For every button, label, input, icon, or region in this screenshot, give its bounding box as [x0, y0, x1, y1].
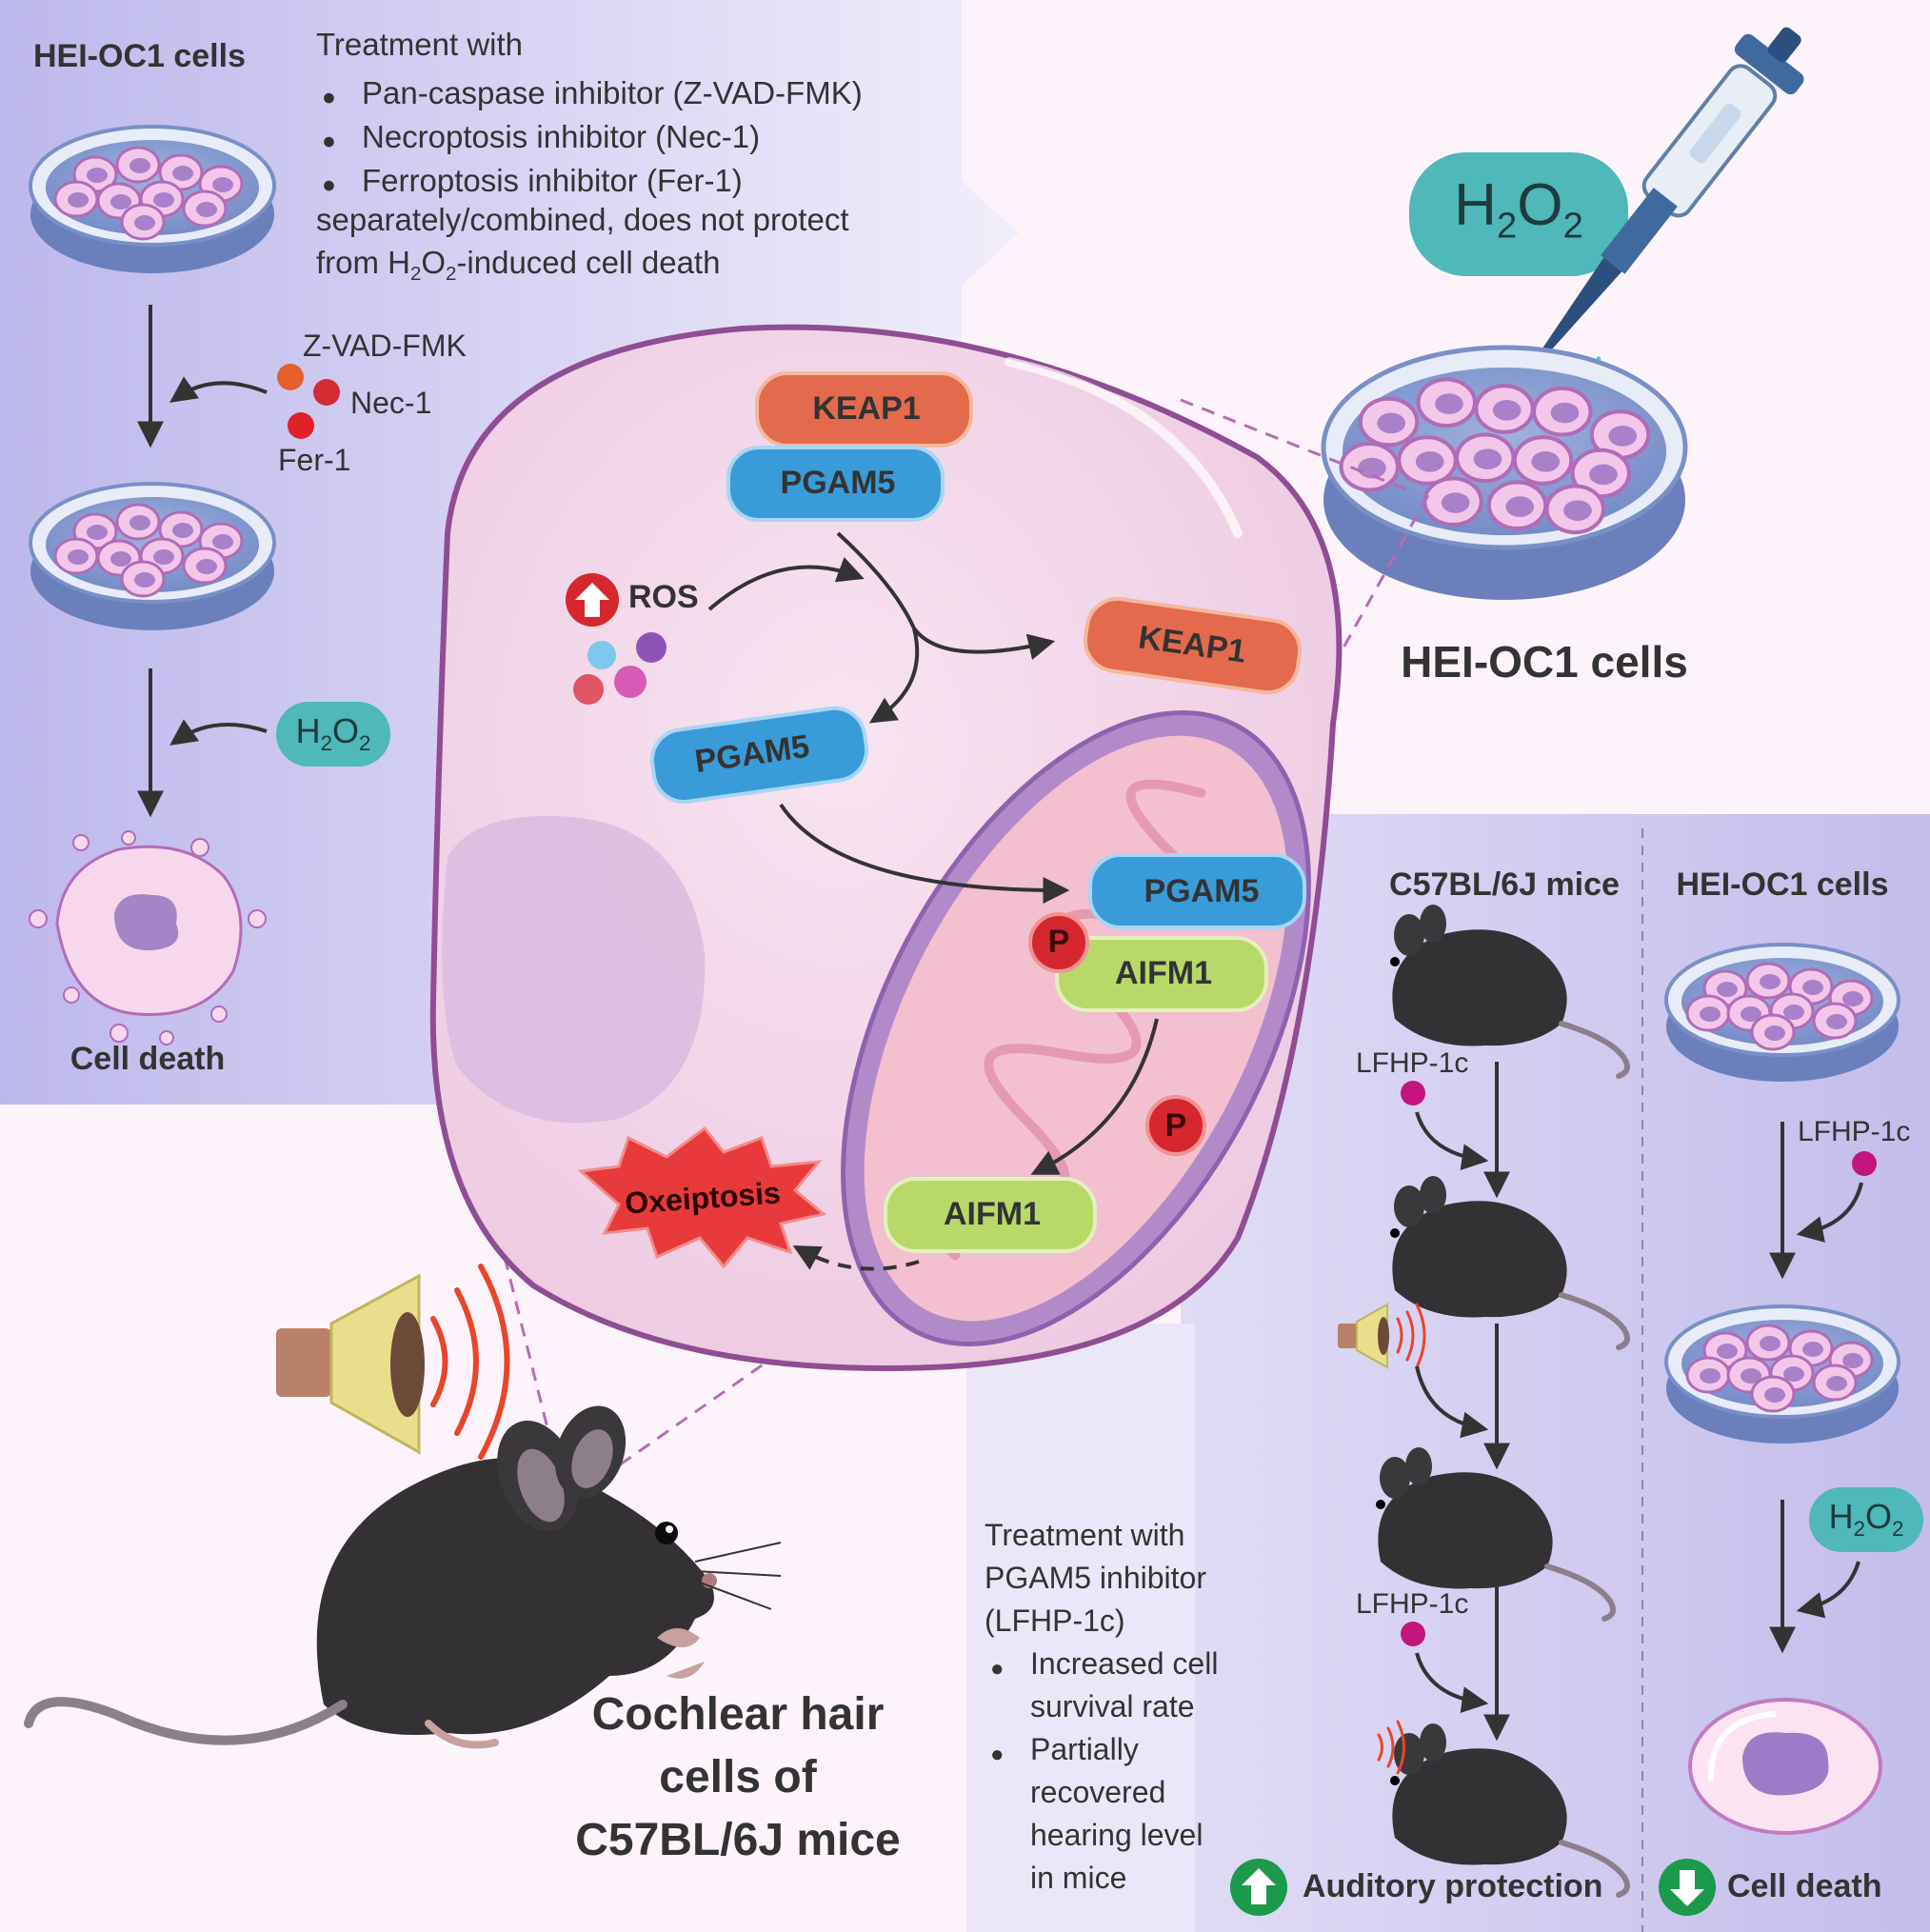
- lfhp-dot-2: [1852, 1151, 1877, 1176]
- mouse-small-1: [1390, 905, 1630, 1079]
- tr-title: HEI-OC1 cells: [1401, 637, 1688, 687]
- speaker-small: [1338, 1303, 1389, 1369]
- pgam5-mito-label: PGAM5: [1144, 873, 1260, 909]
- speaker-large: [276, 1273, 425, 1455]
- br-result-2: Partially recovered hearing level in mic…: [985, 1728, 1218, 1900]
- auditory-protection-label: Auditory protection: [1303, 1868, 1603, 1904]
- mouse-small-3: [1376, 1447, 1616, 1622]
- h2o2-badge-top: [1409, 152, 1628, 276]
- nec1-dot: [313, 379, 340, 406]
- br-results-list: Increased cell survival rate Partially r…: [985, 1643, 1218, 1900]
- h2o2-label-right: H2O2: [1828, 1497, 1904, 1541]
- keap1-free-pill: [1083, 596, 1303, 695]
- petri-dish-1: [29, 125, 276, 273]
- aifm1-free-label: AIFM1: [944, 1196, 1041, 1232]
- lfhp-label-3: LFHP-1c: [1356, 1588, 1469, 1620]
- lfhp-label-2: LFHP-1c: [1798, 1116, 1911, 1147]
- mouse-small-4: [1390, 1723, 1630, 1898]
- tl-note-e: -induced cell death: [456, 245, 721, 280]
- aifm1-bound-pill: [1055, 936, 1268, 1012]
- bl-title-line3: C57BL/6J mice: [575, 1815, 901, 1865]
- fer1-dot: [288, 412, 314, 439]
- tl-treatment-heading: Treatment with: [316, 27, 524, 62]
- drug-label-nec1: Nec-1: [350, 386, 432, 420]
- phospho-2-circle: [1145, 1095, 1206, 1156]
- mouse-small-2: [1390, 1176, 1630, 1350]
- petri-dish-br-2: [1664, 1305, 1900, 1444]
- pgam5-bound-pill: [726, 446, 945, 522]
- br-result-1: Increased cell survival rate: [985, 1643, 1218, 1728]
- br-treatment-line1: Treatment with: [985, 1518, 1185, 1552]
- zvad-dot: [277, 364, 304, 390]
- aifm1-free-pill: [884, 1177, 1097, 1253]
- phospho-1-circle: [1028, 912, 1089, 973]
- pipette: [1534, 27, 1804, 365]
- pgam5-mito-pill: [1088, 853, 1306, 929]
- nucleus: [442, 815, 706, 1124]
- healthy-cell: [1688, 1698, 1882, 1835]
- bl-title: Cochlear hair cells of C57BL/6J mice: [575, 1683, 901, 1872]
- tl-cell-death: Cell death: [70, 1041, 226, 1077]
- oxeiptosis-burst: [577, 1125, 827, 1269]
- petri-dish-br-1: [1664, 943, 1900, 1082]
- aifm1-bound-label: AIFM1: [1115, 955, 1212, 991]
- petri-dish-2: [29, 482, 276, 630]
- br-mice-title: C57BL/6J mice: [1389, 866, 1620, 903]
- tl-inhibitor-list: Pan-caspase inhibitor (Z-VAD-FMK) Necrop…: [316, 71, 863, 208]
- tl-note-b: 2: [410, 263, 422, 286]
- phospho-2-label: P: [1164, 1107, 1187, 1144]
- br-treatment: Treatment with PGAM5 inhibitor (LFHP-1c): [985, 1514, 1206, 1643]
- pgam5-bound-label: PGAM5: [780, 465, 896, 501]
- tl-title: HEI-OC1 cells: [33, 38, 246, 74]
- bl-title-line2: cells of: [659, 1752, 817, 1803]
- tl-inhibitor-2: Necroptosis inhibitor (Nec-1): [316, 115, 863, 164]
- tl-inhibitor-3: Ferroptosis inhibitor (Fer-1): [316, 159, 863, 208]
- tl-note-line2: from H2O2-induced cell death: [316, 245, 720, 286]
- lfhp-label-1: LFHP-1c: [1356, 1047, 1469, 1079]
- ros-label: ROS: [628, 579, 699, 615]
- h2o2-badge-left: [276, 702, 390, 767]
- petri-dish-top-right: [1321, 345, 1688, 600]
- br-treatment-line3: (LFHP-1c): [985, 1603, 1125, 1638]
- drug-label-zvad: Z-VAD-FMK: [303, 329, 467, 363]
- keap1-bound-label: KEAP1: [812, 390, 921, 427]
- tl-note-c: O: [421, 245, 447, 280]
- pgam5-free-pill: [649, 706, 869, 805]
- br-cell-death-label: Cell death: [1727, 1868, 1882, 1904]
- br-treatment-line2: PGAM5 inhibitor: [985, 1561, 1206, 1595]
- lfhp-dot-1: [1401, 1081, 1425, 1105]
- tl-note-d: 2: [446, 263, 457, 286]
- drug-label-fer1: Fer-1: [278, 443, 351, 477]
- tl-note-a: from H: [316, 245, 410, 280]
- lfhp-dot-3: [1401, 1622, 1425, 1646]
- h2o2-label-top: H2O2: [1454, 172, 1583, 247]
- br-cells-title: HEI-OC1 cells: [1676, 866, 1889, 903]
- phospho-1-label: P: [1047, 924, 1070, 960]
- h2o2-label-left: H2O2: [295, 711, 371, 755]
- dead-cell: [29, 830, 267, 1046]
- mouse-large: [24, 1405, 782, 1749]
- h2o2-badge-right: [1809, 1487, 1923, 1552]
- tl-inhibitor-1: Pan-caspase inhibitor (Z-VAD-FMK): [316, 71, 863, 120]
- tl-note-line1: separately/combined, does not protect: [316, 202, 849, 237]
- bl-title-line1: Cochlear hair: [591, 1689, 885, 1740]
